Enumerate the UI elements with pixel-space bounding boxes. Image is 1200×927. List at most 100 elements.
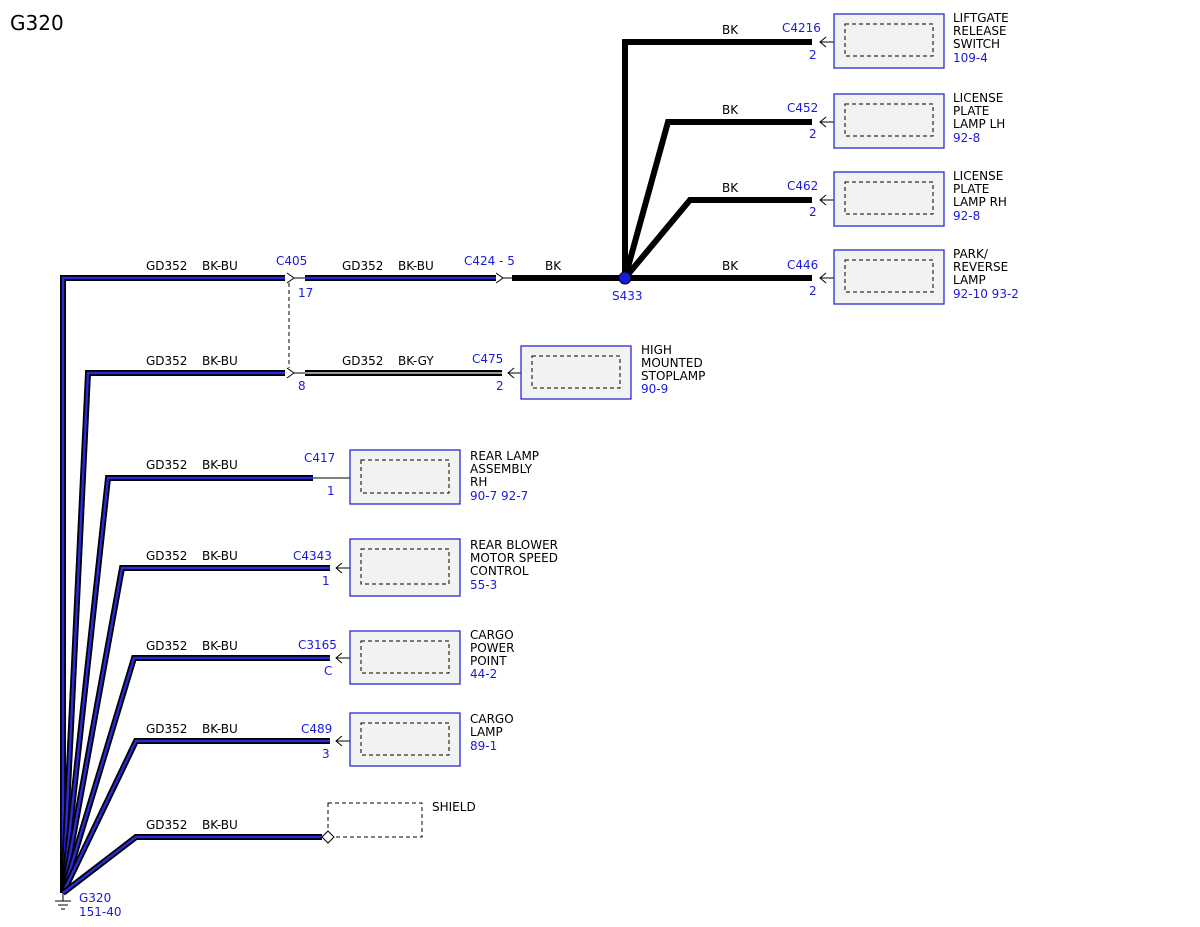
component-name: MOUNTED (641, 356, 703, 370)
connector-label: C4343 (293, 549, 332, 563)
wire-color-label: BK (545, 259, 562, 273)
component-name: LIFTGATE (953, 11, 1009, 25)
connector-c424: C424 - 5 (464, 254, 515, 284)
connector-label: C446 (787, 258, 818, 272)
page-ref: 89-1 (470, 739, 497, 753)
splice-wires (512, 39, 812, 281)
component-name: LAMP LH (953, 117, 1005, 131)
wire-color-label: BK-BU (202, 259, 238, 273)
circuit-label: GD352 (146, 458, 187, 472)
component-name: POWER (470, 641, 514, 655)
component-name: PARK/ (953, 247, 989, 261)
component-name: CONTROL (470, 564, 529, 578)
connector-label: C3165 (298, 638, 337, 652)
splice-s433-label: S433 (612, 289, 643, 303)
circuit-label: GD352 (342, 354, 383, 368)
component-name: POINT (470, 654, 507, 668)
pin-label: C (324, 664, 332, 678)
component-license-plate-lamp-rh: C462 2 LICENSE PLATE LAMP RH 92-8 (787, 169, 1007, 227)
wire-color-label: BK (722, 23, 739, 37)
pin-label: 2 (809, 48, 817, 62)
connector-label: C489 (301, 722, 332, 736)
wire-to-c462 (622, 197, 812, 280)
component-name: LAMP RH (953, 195, 1007, 209)
component-name: ASSEMBLY (470, 462, 533, 476)
circuit-label: GD352 (146, 549, 187, 563)
pin-label: 8 (298, 379, 306, 393)
page-ref: 92-8 (953, 131, 980, 145)
wire-color-label: BK-BU (202, 354, 238, 368)
circuit-label: GD352 (342, 259, 383, 273)
wire-color-label: BK-BU (202, 458, 238, 472)
page-ref: 90-7 92-7 (470, 489, 528, 503)
circuit-label: GD352 (146, 722, 187, 736)
component-name: RH (470, 475, 487, 489)
wire-color-label: BK-BU (202, 549, 238, 563)
pin-label: 3 (322, 747, 330, 761)
component-name: REAR BLOWER (470, 538, 558, 552)
page-ref: 55-3 (470, 578, 497, 592)
component-rear-blower-motor-speed-control: GD352 BK-BU C4343 1 REAR BLOWER MOTOR SP… (146, 538, 558, 597)
connector-label: C452 (787, 101, 818, 115)
component-name: HIGH (641, 343, 672, 357)
component-name: CARGO (470, 628, 514, 642)
wire-color-label: BK-BU (202, 639, 238, 653)
page-ref: 92-10 93-2 (953, 287, 1019, 301)
component-cargo-lamp: GD352 BK-BU C489 3 CARGO LAMP 89-1 (146, 712, 514, 767)
page-ref: 92-8 (953, 209, 980, 223)
wire-to-c4216 (622, 39, 812, 278)
component-name: REAR LAMP (470, 449, 539, 463)
component-cargo-power-point: GD352 BK-BU C3165 C CARGO POWER POINT 44… (146, 628, 514, 685)
wire-to-c452 (622, 119, 812, 279)
connector-label: C4216 (782, 21, 821, 35)
wire-color-label: BK-GY (398, 354, 434, 368)
circuit-label: GD352 (146, 259, 187, 273)
page-title: G320 (10, 11, 64, 35)
component-name: PLATE (953, 104, 989, 118)
connector-label: C405 (276, 254, 307, 268)
wire-color-label: BK-BU (202, 818, 238, 832)
ground-symbol: G320 151-40 (55, 891, 122, 919)
wire-color-label: BK-BU (398, 259, 434, 273)
component-name: RELEASE (953, 24, 1007, 38)
component-shield: GD352 BK-BU SHIELD (146, 800, 476, 844)
pin-label: 2 (809, 284, 817, 298)
component-name: LICENSE (953, 169, 1003, 183)
ground-harness (60, 275, 502, 896)
circuit-label: GD352 (146, 354, 187, 368)
component-name: LAMP (470, 725, 503, 739)
component-name: SHIELD (432, 800, 476, 814)
component-name: MOTOR SPEED (470, 551, 558, 565)
wire-color-label: BK (722, 103, 739, 117)
connector-label: C475 (472, 352, 503, 366)
component-rear-lamp-assembly-rh: GD352 BK-BU C417 1 REAR LAMP ASSEMBLY RH… (146, 449, 539, 505)
pin-label: 1 (322, 574, 330, 588)
component-name: STOPLAMP (641, 369, 705, 383)
pin-label: 17 (298, 286, 313, 300)
page-ref: 151-40 (79, 905, 122, 919)
component-license-plate-lamp-lh: C452 2 LICENSE PLATE LAMP LH 92-8 (787, 91, 1005, 149)
pin-label: 2 (809, 127, 817, 141)
ground-label: G320 (79, 891, 111, 905)
circuit-label: GD352 (146, 818, 187, 832)
wire-color-label: BK-BU (202, 722, 238, 736)
component-name: LICENSE (953, 91, 1003, 105)
splice-s433-dot (618, 271, 632, 285)
pin-label: 2 (809, 205, 817, 219)
component-park-reverse-lamp: C446 2 PARK/ REVERSE LAMP 92-10 93-2 (787, 247, 1019, 305)
page-ref: 90-9 (641, 382, 668, 396)
connector-label: C417 (304, 451, 335, 465)
component-name: CARGO (470, 712, 514, 726)
page-ref: 109-4 (953, 51, 988, 65)
component-name: SWITCH (953, 37, 1000, 51)
wire-color-label: BK (722, 181, 739, 195)
circuit-label: GD352 (146, 639, 187, 653)
connector-label: C424 - 5 (464, 254, 515, 268)
component-name: LAMP (953, 273, 986, 287)
wire-color-label: BK (722, 259, 739, 273)
component-liftgate-release-switch: C4216 2 LIFTGATE RELEASE SWITCH 109-4 (782, 11, 1009, 69)
component-high-mounted-stoplamp: C475 2 HIGH MOUNTED STOPLAMP 90-9 (472, 343, 705, 400)
pin-label: 2 (496, 379, 504, 393)
pin-label: 1 (327, 484, 335, 498)
